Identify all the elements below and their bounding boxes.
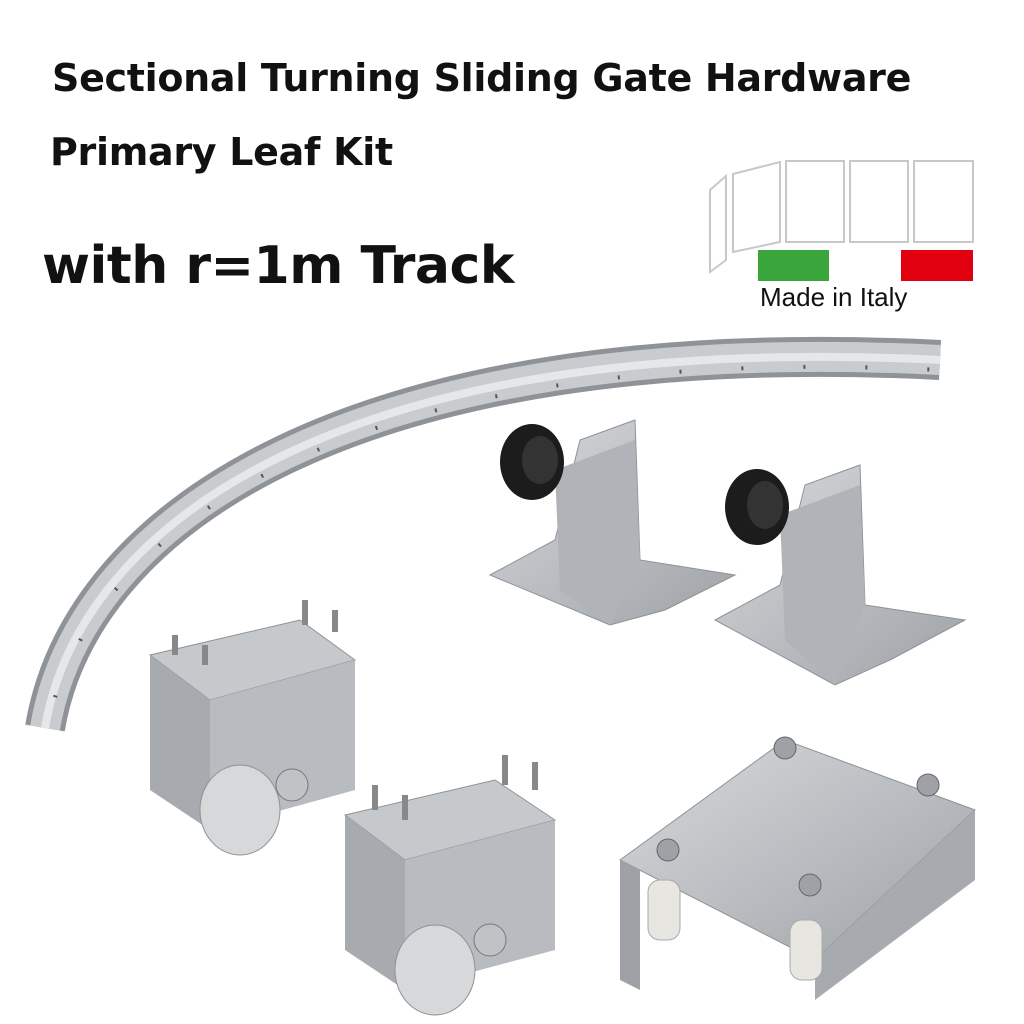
gate-stopper — [488, 419, 737, 626]
made-in-italy-label: Made in Italy — [760, 282, 908, 312]
trolley-wheel — [148, 600, 357, 856]
product-title-line1: Sectional Turning Sliding Gate Hardware — [52, 56, 912, 100]
product-title-line2: Primary Leaf Kit — [50, 130, 393, 174]
flag-red — [901, 250, 973, 281]
sectional-gate-icon — [709, 160, 974, 281]
product-subtitle-track: with r=1m Track — [42, 236, 514, 296]
guide-roller-plate — [619, 736, 976, 1000]
trolley-wheel — [343, 755, 557, 1016]
flag-green — [758, 250, 829, 281]
gate-stopper — [713, 464, 967, 686]
curved-track — [25, 336, 942, 739]
